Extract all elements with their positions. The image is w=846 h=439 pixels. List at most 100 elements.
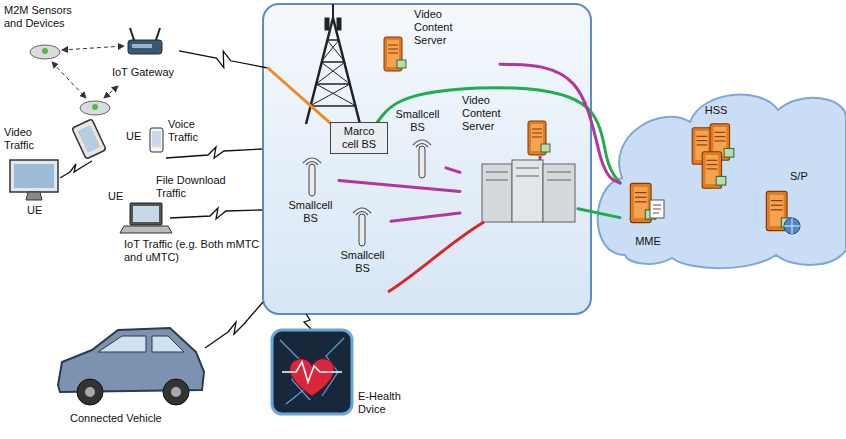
smallcell-antenna <box>353 208 371 246</box>
radio-link <box>166 147 262 158</box>
server-icon <box>384 37 406 71</box>
radio-link <box>304 314 311 329</box>
iot-gateway-icon <box>128 40 162 54</box>
connected-vehicle <box>171 387 181 397</box>
network-region <box>263 4 591 314</box>
sp-server <box>784 218 800 234</box>
connected-vehicle <box>77 379 103 405</box>
link-line <box>179 51 330 123</box>
mme-server <box>653 205 661 213</box>
smallcell-node: Smallcell BS <box>390 108 446 180</box>
server-rack <box>486 168 571 180</box>
m2m-sensor <box>80 101 110 115</box>
sensor-arrows <box>62 46 124 50</box>
ue-phone <box>150 128 163 152</box>
mme-node: MME <box>620 175 677 253</box>
link-path <box>578 209 620 218</box>
link-line <box>446 168 460 172</box>
server-node: Video Content Server <box>460 92 578 224</box>
server-icon <box>384 37 406 71</box>
sensor-arrows <box>52 62 86 98</box>
node-text: Marco cell BS <box>337 125 381 151</box>
ue-monitor <box>10 160 58 192</box>
link-line <box>500 64 620 183</box>
backhaul-line <box>388 222 484 292</box>
smallcell-node: Smallcell BS <box>283 155 339 227</box>
node-text: MME <box>620 235 676 248</box>
smallcell-antenna <box>303 158 321 196</box>
m2m-sensor <box>42 48 48 54</box>
group-label: M2M Sensors and Devices <box>4 4 90 30</box>
node-text: Video Content Server <box>414 8 474 47</box>
base-station-box: Marco cell BS <box>330 122 388 154</box>
ue-monitor <box>14 164 54 188</box>
node-text: Smallcell BS <box>390 108 445 134</box>
link-line <box>339 180 460 191</box>
connected-vehicle <box>98 336 184 352</box>
macro-tower <box>310 40 356 106</box>
radio-link <box>60 147 311 348</box>
e-health-device <box>282 362 342 382</box>
server-icon <box>528 121 550 155</box>
sensor-arrows <box>104 86 118 98</box>
hss-servers <box>702 152 726 189</box>
link-path <box>339 180 460 191</box>
link-path <box>391 213 460 221</box>
ue-laptop <box>130 203 162 225</box>
ue-monitor <box>10 160 58 200</box>
device-label: Connected Vehicle <box>70 412 162 425</box>
macro-tower <box>310 40 356 106</box>
m2m-sensor <box>30 45 60 59</box>
node-text: S/P <box>790 170 822 183</box>
smallcell-antenna <box>353 208 371 246</box>
device-label: UE <box>108 190 123 203</box>
node-text: Smallcell BS <box>283 199 338 225</box>
traffic-label: Voice Traffic <box>168 118 218 144</box>
device-label: UE <box>126 130 141 143</box>
sp-node: S/P <box>760 170 823 245</box>
traffic-label: Video Traffic <box>4 126 50 152</box>
node-text: IoT Gateway <box>108 66 178 79</box>
link-path <box>500 64 620 183</box>
server-rack <box>482 164 512 222</box>
connected-vehicle <box>163 379 189 405</box>
ue-tablet <box>78 125 101 153</box>
radio-link <box>60 161 92 178</box>
radio-link <box>179 51 268 68</box>
iot-gateway-icon <box>156 28 160 40</box>
gateway-node: IoT Gateway <box>108 28 179 82</box>
smallcell-antenna <box>413 140 431 178</box>
e-health-device <box>290 359 334 396</box>
ue-laptop <box>120 203 172 233</box>
server-icon <box>528 121 550 155</box>
hss-servers <box>692 124 734 189</box>
link-line <box>391 213 460 221</box>
link-path <box>268 68 330 123</box>
ue-laptop <box>133 206 159 222</box>
iot-gateway-icon <box>132 44 152 48</box>
server-rack <box>543 164 575 222</box>
connected-vehicle <box>58 328 204 405</box>
node-text: Smallcell BS <box>335 249 390 275</box>
m2m-sensor <box>30 45 60 59</box>
macro-tower <box>332 4 334 20</box>
e-health-device <box>272 330 352 414</box>
mme-server <box>630 183 664 222</box>
e-health-device <box>272 330 352 414</box>
server-rack <box>512 160 543 222</box>
ue-tablet <box>72 119 106 159</box>
connected-vehicle <box>85 387 95 397</box>
device-label: E-Health Dvice <box>358 390 410 416</box>
ue-laptop <box>120 226 172 233</box>
smallcell-antenna <box>413 140 431 178</box>
ue-tablet <box>72 119 106 159</box>
ue-monitor <box>26 192 42 200</box>
link-line <box>578 209 620 218</box>
sp-server <box>784 218 800 234</box>
sp-server <box>766 191 800 234</box>
radio-link <box>205 302 263 348</box>
hss-node: HSS <box>683 104 750 196</box>
macro-tower <box>337 18 341 30</box>
